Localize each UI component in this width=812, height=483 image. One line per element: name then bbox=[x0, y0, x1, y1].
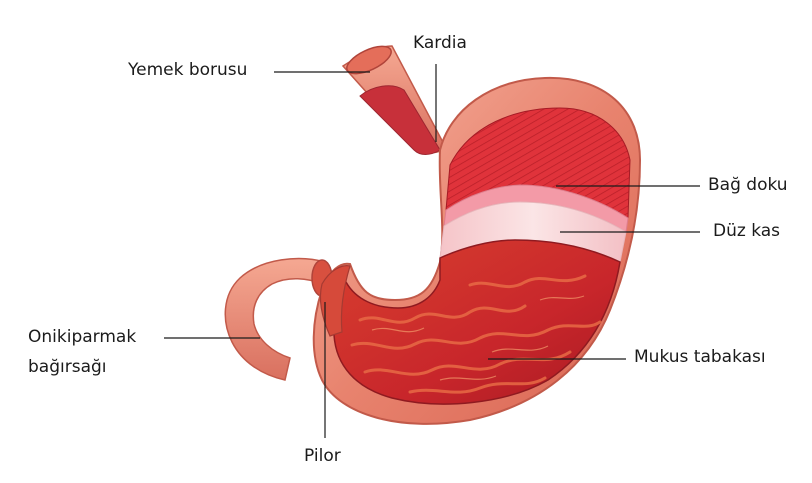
label-cardia: Kardia bbox=[413, 33, 467, 53]
label-smooth-muscle: Düz kas bbox=[713, 221, 781, 241]
esophagus-opening bbox=[346, 45, 392, 75]
leader-lines bbox=[164, 64, 700, 438]
label-duodenum-line2: bağırsağı bbox=[28, 357, 107, 377]
label-duodenum-line1: Onikiparmak bbox=[28, 327, 137, 347]
label-connective-tissue: Bağ doku bbox=[708, 175, 788, 195]
label-mucosa: Mukus tabakası bbox=[634, 347, 766, 367]
pylorus-sphincter bbox=[319, 265, 351, 337]
label-esophagus: Yemek borusu bbox=[128, 60, 248, 80]
mucosa-layer bbox=[333, 239, 621, 405]
label-pylorus: Pilor bbox=[304, 446, 341, 466]
duodenum-shape bbox=[224, 257, 326, 381]
rugae-highlights bbox=[371, 295, 585, 381]
